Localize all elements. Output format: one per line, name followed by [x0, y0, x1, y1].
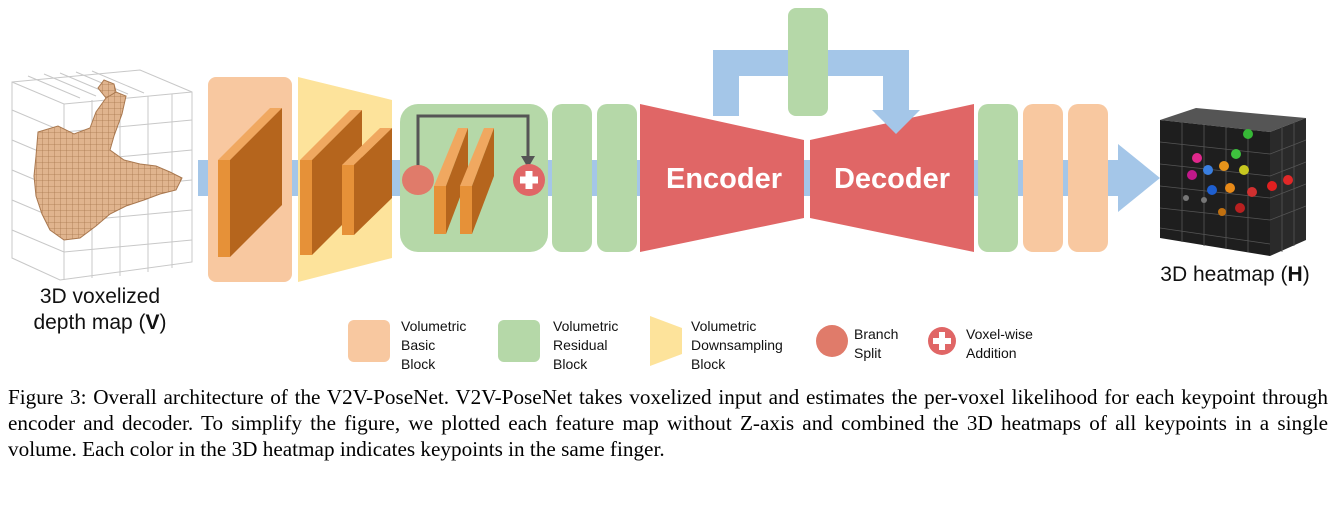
- encoder-block: [640, 104, 804, 252]
- feature-map: [218, 108, 282, 257]
- input-label-line2: depth map (V): [0, 310, 200, 336]
- output-label-prefix: 3D heatmap (: [1160, 263, 1288, 286]
- legend-text-downsampling: Volumetric Downsampling Block: [691, 318, 783, 372]
- legend-swatch-split: [816, 325, 848, 357]
- encoder-label: Encoder: [666, 163, 782, 195]
- legend-swatch-downsampling: [650, 316, 682, 366]
- input-symbol: V: [145, 311, 160, 334]
- residual-block-4: [978, 104, 1018, 252]
- feature-map: [342, 128, 392, 235]
- input-label-suffix: ): [159, 311, 167, 334]
- input-label: 3D voxelized depth map (V): [0, 284, 200, 336]
- figure-caption: Figure 3: Overall architecture of the V2…: [8, 385, 1328, 461]
- output-heatmap-cube: [1159, 108, 1307, 256]
- legend-text-basic: Volumetric Basic Block: [401, 318, 467, 372]
- voxelized-hand: [33, 91, 183, 241]
- output-symbol: H: [1287, 263, 1303, 286]
- residual-block-2: [552, 104, 592, 252]
- output-label: 3D heatmap (H): [1140, 262, 1330, 288]
- voxel-wise-addition-node: [513, 164, 545, 196]
- decoder-label: Decoder: [834, 163, 950, 195]
- skip-connection: [416, 114, 530, 166]
- heatmap-keypoints: [1183, 129, 1293, 216]
- basic-block-3: [1068, 104, 1108, 252]
- feature-map: [300, 110, 362, 255]
- legend-swatch-basic: [348, 320, 390, 362]
- input-label-prefix: depth map (: [33, 311, 146, 334]
- legend-text-addition: Voxel-wise Addition: [966, 326, 1033, 361]
- legend-swatch-residual: [498, 320, 540, 362]
- residual-block-3: [597, 104, 637, 252]
- feature-map: [434, 128, 468, 234]
- decoder-block: [810, 104, 974, 252]
- branch-split-node: [402, 165, 434, 195]
- legend-text-residual: Volumetric Residual Block: [553, 318, 619, 372]
- basic-block-2: [1023, 104, 1063, 252]
- feature-map: [460, 128, 494, 234]
- architecture-diagram: Encoder Decoder: [11, 8, 1307, 366]
- output-label-suffix: ): [1302, 263, 1310, 286]
- residual-block-skip: [788, 8, 828, 116]
- legend-swatch-addition: [928, 327, 956, 355]
- legend-text-split: Branch Split: [854, 326, 899, 361]
- input-label-line1: 3D voxelized: [39, 285, 161, 308]
